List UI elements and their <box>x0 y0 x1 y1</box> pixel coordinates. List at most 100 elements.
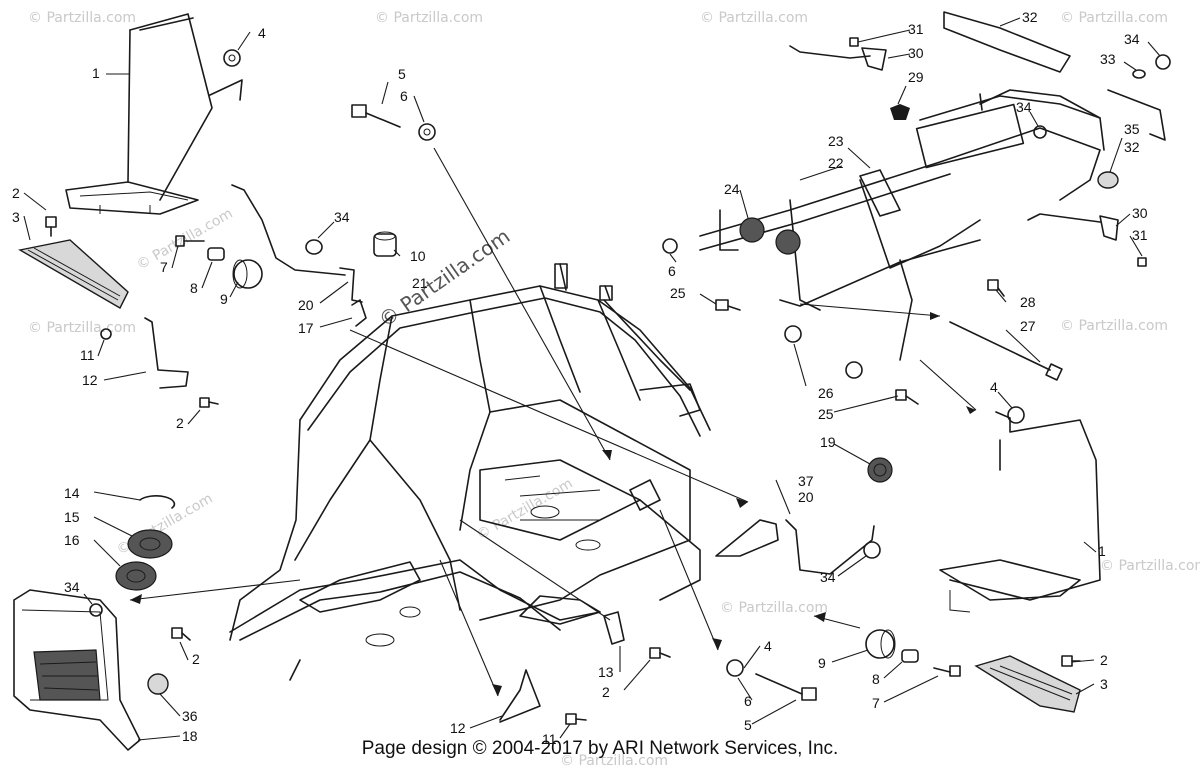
bolt-icon[interactable] <box>1137 257 1147 267</box>
callout-20: 20 <box>298 297 314 313</box>
front-bumper[interactable] <box>13 589 141 751</box>
callout-34: 34 <box>1016 99 1032 115</box>
callout-8: 8 <box>872 671 880 687</box>
callout-30: 30 <box>908 45 924 61</box>
bolt-icon[interactable] <box>351 104 401 128</box>
callout-12: 12 <box>82 372 98 388</box>
right-spacer[interactable] <box>901 649 919 663</box>
left-damper[interactable] <box>232 259 263 289</box>
bolt-icon[interactable] <box>45 216 57 237</box>
callout-18: 18 <box>182 728 198 744</box>
nut-icon[interactable] <box>863 541 881 559</box>
right-footpeg[interactable] <box>974 655 1081 713</box>
callout-24: 24 <box>724 181 740 197</box>
callout-7: 7 <box>872 695 880 711</box>
callout-34: 34 <box>64 579 80 595</box>
cable-left[interactable] <box>231 184 367 327</box>
main-frame[interactable] <box>229 263 711 681</box>
left-mount-bolt[interactable] <box>175 235 205 247</box>
callout-33: 33 <box>1100 51 1116 67</box>
bracket-12-bottom[interactable] <box>499 669 541 723</box>
callout-4: 4 <box>764 638 772 654</box>
plug-icon[interactable] <box>147 673 169 695</box>
callout-7: 7 <box>160 259 168 275</box>
right-footrest-guard[interactable] <box>939 411 1101 613</box>
watermark-text: © Partzilla.com <box>28 10 136 26</box>
bearing-icon[interactable] <box>127 529 173 559</box>
callout-13: 13 <box>598 664 614 680</box>
callout-17: 17 <box>298 320 314 336</box>
callout-16: 16 <box>64 532 80 548</box>
nut-icon[interactable] <box>845 361 863 379</box>
callout-14: 14 <box>64 485 80 501</box>
callout-12: 12 <box>450 720 466 736</box>
left-spacer[interactable] <box>207 247 225 261</box>
cable-right-top[interactable] <box>789 45 887 71</box>
bearing-icon[interactable] <box>115 561 157 591</box>
bolt-icon[interactable] <box>649 647 671 659</box>
bolt-icon[interactable] <box>565 713 587 725</box>
washer-icon[interactable] <box>1132 69 1146 79</box>
nut-icon[interactable] <box>784 325 802 343</box>
callout-11: 11 <box>542 731 557 747</box>
bolt-icon[interactable] <box>715 299 741 311</box>
bracket-13[interactable] <box>603 611 625 645</box>
ring-icon[interactable] <box>867 457 893 483</box>
callout-31: 31 <box>1132 227 1148 243</box>
nut-icon[interactable] <box>1155 54 1171 70</box>
callout-2: 2 <box>192 651 200 667</box>
bolt-icon[interactable] <box>199 397 219 408</box>
right-damper[interactable] <box>865 629 896 659</box>
nut-icon[interactable] <box>223 49 241 67</box>
nut-icon[interactable] <box>726 659 744 677</box>
bracket-12-left[interactable] <box>100 317 189 389</box>
plug-icon[interactable] <box>1097 171 1119 189</box>
nut-icon[interactable] <box>418 123 436 141</box>
right-mount-bolt[interactable] <box>933 665 961 677</box>
callout-31: 31 <box>908 21 924 37</box>
callout-2: 2 <box>176 415 184 431</box>
callout-1: 1 <box>1098 543 1106 559</box>
washer-icon[interactable] <box>1033 125 1047 139</box>
cable-right-mid[interactable] <box>1027 213 1119 241</box>
washer-icon[interactable] <box>89 603 103 617</box>
gear-icon[interactable] <box>739 217 801 255</box>
callout-30: 30 <box>1132 205 1148 221</box>
rear-subframe[interactable] <box>699 11 1166 361</box>
washer-icon[interactable] <box>305 239 323 255</box>
bushing-icon[interactable] <box>373 231 397 257</box>
watermark-text: © Partzilla.com <box>28 320 136 336</box>
callout-23: 23 <box>828 133 844 149</box>
nut-icon[interactable] <box>1007 406 1025 424</box>
cable-37[interactable] <box>715 519 875 575</box>
callout-32: 32 <box>1124 139 1140 155</box>
callout-6: 6 <box>744 693 752 709</box>
left-footrest-guard[interactable] <box>65 13 243 215</box>
bolt-icon[interactable] <box>987 279 1005 297</box>
long-bolt-icon[interactable] <box>949 321 1063 381</box>
bolt-icon[interactable] <box>171 627 191 641</box>
callout-9: 9 <box>220 291 228 307</box>
callout-1: 1 <box>92 65 100 81</box>
watermark-text: © Partzilla.com <box>1100 558 1200 574</box>
callout-11: 11 <box>80 347 95 363</box>
callout-5: 5 <box>744 717 752 733</box>
watermark-text: © Partzilla.com <box>700 10 808 26</box>
callout-2: 2 <box>1100 652 1108 668</box>
callout-34: 34 <box>1124 31 1140 47</box>
callout-4: 4 <box>990 379 998 395</box>
nut-icon[interactable] <box>662 238 678 254</box>
callout-6: 6 <box>400 88 408 104</box>
callout-37: 37 <box>798 473 814 489</box>
leader-lines <box>23 17 1161 741</box>
nut-icon[interactable] <box>890 104 910 120</box>
bolt-icon[interactable] <box>849 37 859 47</box>
bolt-icon[interactable] <box>755 673 817 701</box>
callout-25: 25 <box>818 406 834 422</box>
left-footpeg[interactable] <box>18 239 129 309</box>
callout-19: 19 <box>820 434 836 450</box>
snap-ring-icon[interactable] <box>139 495 176 509</box>
bolt-icon[interactable] <box>895 389 919 405</box>
callout-20: 20 <box>798 489 814 505</box>
callout-4: 4 <box>258 25 266 41</box>
